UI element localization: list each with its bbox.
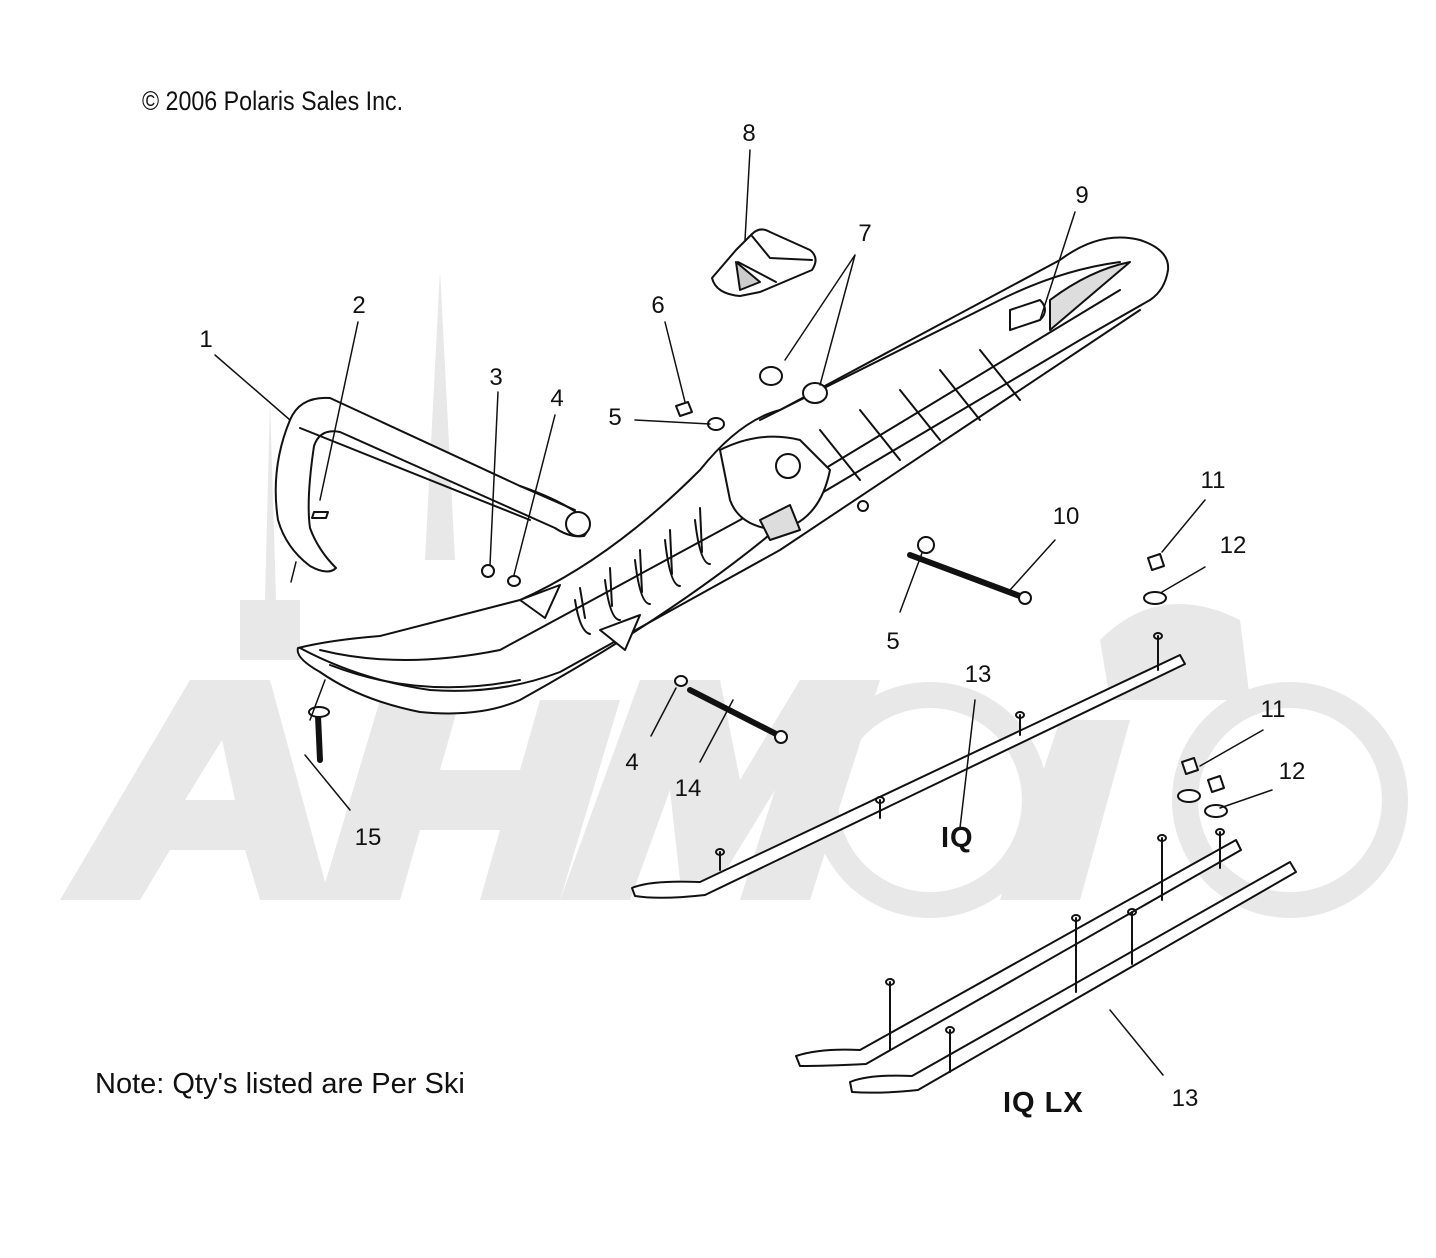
callout-11-upper: 11 (1200, 467, 1226, 494)
callout-3: 3 (489, 364, 503, 391)
callout-12-lower: 12 (1278, 758, 1306, 785)
variant-label-iq-lx: IQ LX (1003, 1087, 1084, 1119)
callout-15: 15 (354, 824, 382, 851)
callout-5-lower: 5 (886, 628, 900, 655)
callout-11-lower: 11 (1260, 696, 1286, 723)
callout-10: 10 (1052, 503, 1080, 530)
callout-12-upper: 12 (1219, 532, 1247, 559)
callout-7: 7 (858, 220, 872, 247)
callout-6: 6 (651, 292, 665, 319)
callout-13-iq: 13 (964, 661, 992, 688)
callout-14: 14 (674, 775, 702, 802)
cushion-part-8 (711, 228, 817, 297)
copyright-text: © 2006 Polaris Sales Inc. (142, 86, 404, 116)
callout-1: 1 (199, 326, 213, 353)
runner-iq-part-13 (631, 632, 1186, 899)
ski-loop-part-1 (274, 396, 591, 573)
quantity-note: Note: Qty's listed are Per Ski (95, 1068, 465, 1100)
fasteners (308, 366, 1228, 818)
leader-lines (214, 149, 1273, 1076)
callout-2: 2 (352, 292, 366, 319)
callout-8: 8 (742, 120, 756, 147)
callout-5-upper: 5 (608, 404, 622, 431)
callout-13-iq-lx: 13 (1171, 1085, 1199, 1112)
callout-9: 9 (1075, 182, 1089, 209)
callout-4-upper: 4 (550, 385, 564, 412)
variant-label-iq: IQ (941, 822, 974, 854)
callout-4-lower: 4 (625, 749, 639, 776)
runner-iq-lx-part-13 (795, 828, 1297, 1094)
ski-body-part-9 (296, 236, 1170, 715)
